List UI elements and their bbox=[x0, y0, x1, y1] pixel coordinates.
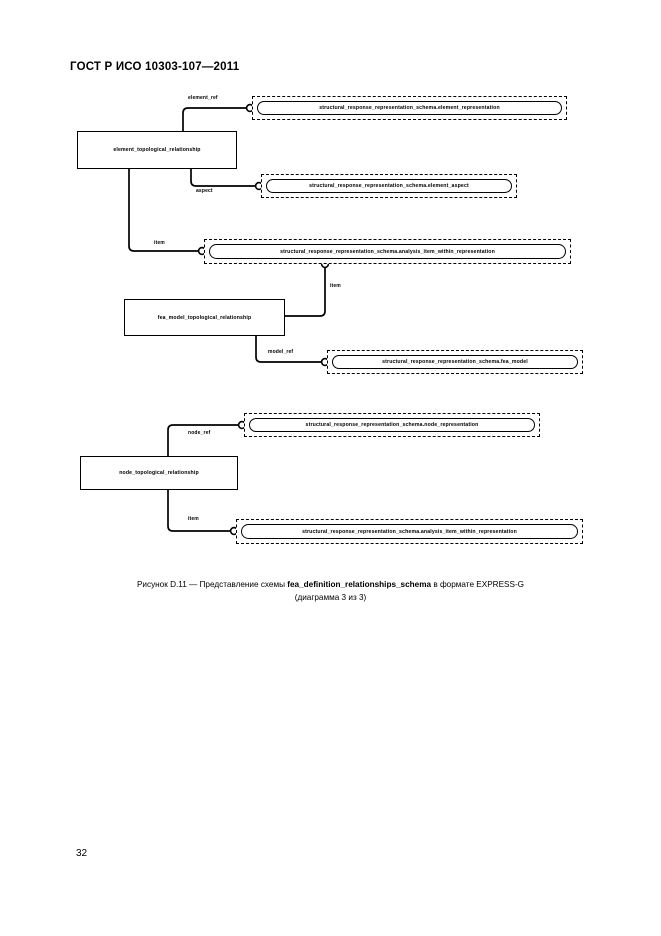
role-label-node-ref: node_ref bbox=[188, 430, 211, 436]
role-label-item-top: item bbox=[154, 240, 165, 246]
connector-model-ref bbox=[255, 335, 322, 363]
schema-ref-capsule: structural_response_representation_schem… bbox=[266, 179, 512, 193]
schema-ref-capsule: structural_response_representation_schem… bbox=[241, 524, 578, 539]
caption-prefix: Рисунок D.11 — Представление схемы bbox=[136, 580, 288, 589]
schema-ref-label: structural_response_representation_schem… bbox=[382, 359, 528, 365]
schema-ref-capsule: structural_response_representation_schem… bbox=[249, 418, 535, 432]
schema-ref-fea-model: structural_response_representation_schem… bbox=[327, 350, 583, 374]
connector-item-bottom bbox=[167, 489, 231, 532]
entity-label: node_topological_relationship bbox=[119, 470, 199, 476]
schema-ref-element-aspect: structural_response_representation_schem… bbox=[261, 174, 517, 198]
entity-element-topological-relationship: element_topological_relationship bbox=[77, 131, 237, 169]
schema-ref-label: structural_response_representation_schem… bbox=[302, 528, 517, 535]
entity-fea-model-topological-relationship: fea_model_topological_relationship bbox=[124, 299, 285, 336]
page-header: ГОСТ Р ИСО 10303-107—2011 bbox=[70, 61, 240, 73]
page-number: 32 bbox=[76, 848, 88, 859]
role-label-model-ref: model_ref bbox=[268, 349, 294, 355]
connector-item-mid bbox=[285, 265, 326, 317]
schema-ref-analysis-item-top: structural_response_representation_schem… bbox=[204, 239, 571, 264]
schema-ref-label: structural_response_representation_schem… bbox=[305, 422, 479, 428]
schema-ref-capsule: structural_response_representation_schem… bbox=[209, 244, 566, 259]
connector-item-top bbox=[128, 168, 199, 252]
schema-ref-node-representation: structural_response_representation_schem… bbox=[244, 413, 540, 437]
schema-ref-capsule: structural_response_representation_schem… bbox=[332, 355, 578, 369]
entity-label: element_topological_relationship bbox=[113, 147, 201, 153]
connector-aspect bbox=[190, 168, 256, 187]
entity-label: fea_model_topological_relationship bbox=[157, 314, 252, 321]
schema-ref-label: structural_response_representation_schem… bbox=[280, 248, 495, 255]
schema-ref-label: structural_response_representation_schem… bbox=[309, 183, 469, 189]
connector-node-ref bbox=[167, 424, 239, 457]
figure-caption-line1: Рисунок D.11 — Представление схемы fea_d… bbox=[0, 578, 661, 591]
figure-caption-line2: (диаграмма 3 из 3) bbox=[294, 593, 367, 602]
schema-ref-label: structural_response_representation_schem… bbox=[319, 105, 500, 111]
schema-ref-analysis-item-bottom: structural_response_representation_schem… bbox=[236, 519, 583, 544]
connector-lines bbox=[128, 103, 330, 536]
role-label-aspect: aspect bbox=[196, 188, 213, 194]
express-g-diagram: structural_response_representation_schem… bbox=[77, 95, 583, 544]
role-label-item-mid: item bbox=[330, 283, 341, 289]
schema-ref-element-representation: structural_response_representation_schem… bbox=[252, 96, 567, 120]
figure-caption: Рисунок D.11 — Представление схемы fea_d… bbox=[0, 578, 661, 604]
entity-node-topological-relationship: node_topological_relationship bbox=[80, 456, 238, 490]
connector-element-ref bbox=[182, 107, 247, 133]
caption-schema-name: fea_definition_relationships_schema bbox=[287, 580, 432, 589]
caption-suffix: в формате EXPRESS-G bbox=[431, 580, 525, 589]
role-label-item-bottom: item bbox=[188, 516, 199, 522]
role-label-element-ref: element_ref bbox=[188, 95, 218, 101]
schema-ref-capsule: structural_response_representation_schem… bbox=[257, 101, 562, 115]
